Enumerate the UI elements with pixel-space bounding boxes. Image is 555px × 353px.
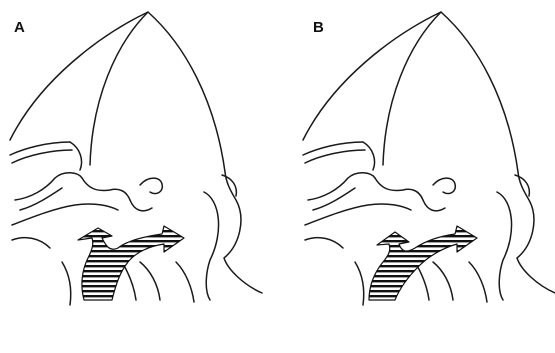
panel-a-label: A xyxy=(14,19,25,36)
heart-outline-a xyxy=(10,12,262,305)
striped-arrow-a xyxy=(78,226,184,300)
striped-arrow-b xyxy=(369,226,477,300)
panel-a: A xyxy=(10,12,262,305)
heart-outline-b xyxy=(303,12,555,305)
panel-b: B xyxy=(303,12,555,305)
panel-b-label: B xyxy=(313,19,324,36)
